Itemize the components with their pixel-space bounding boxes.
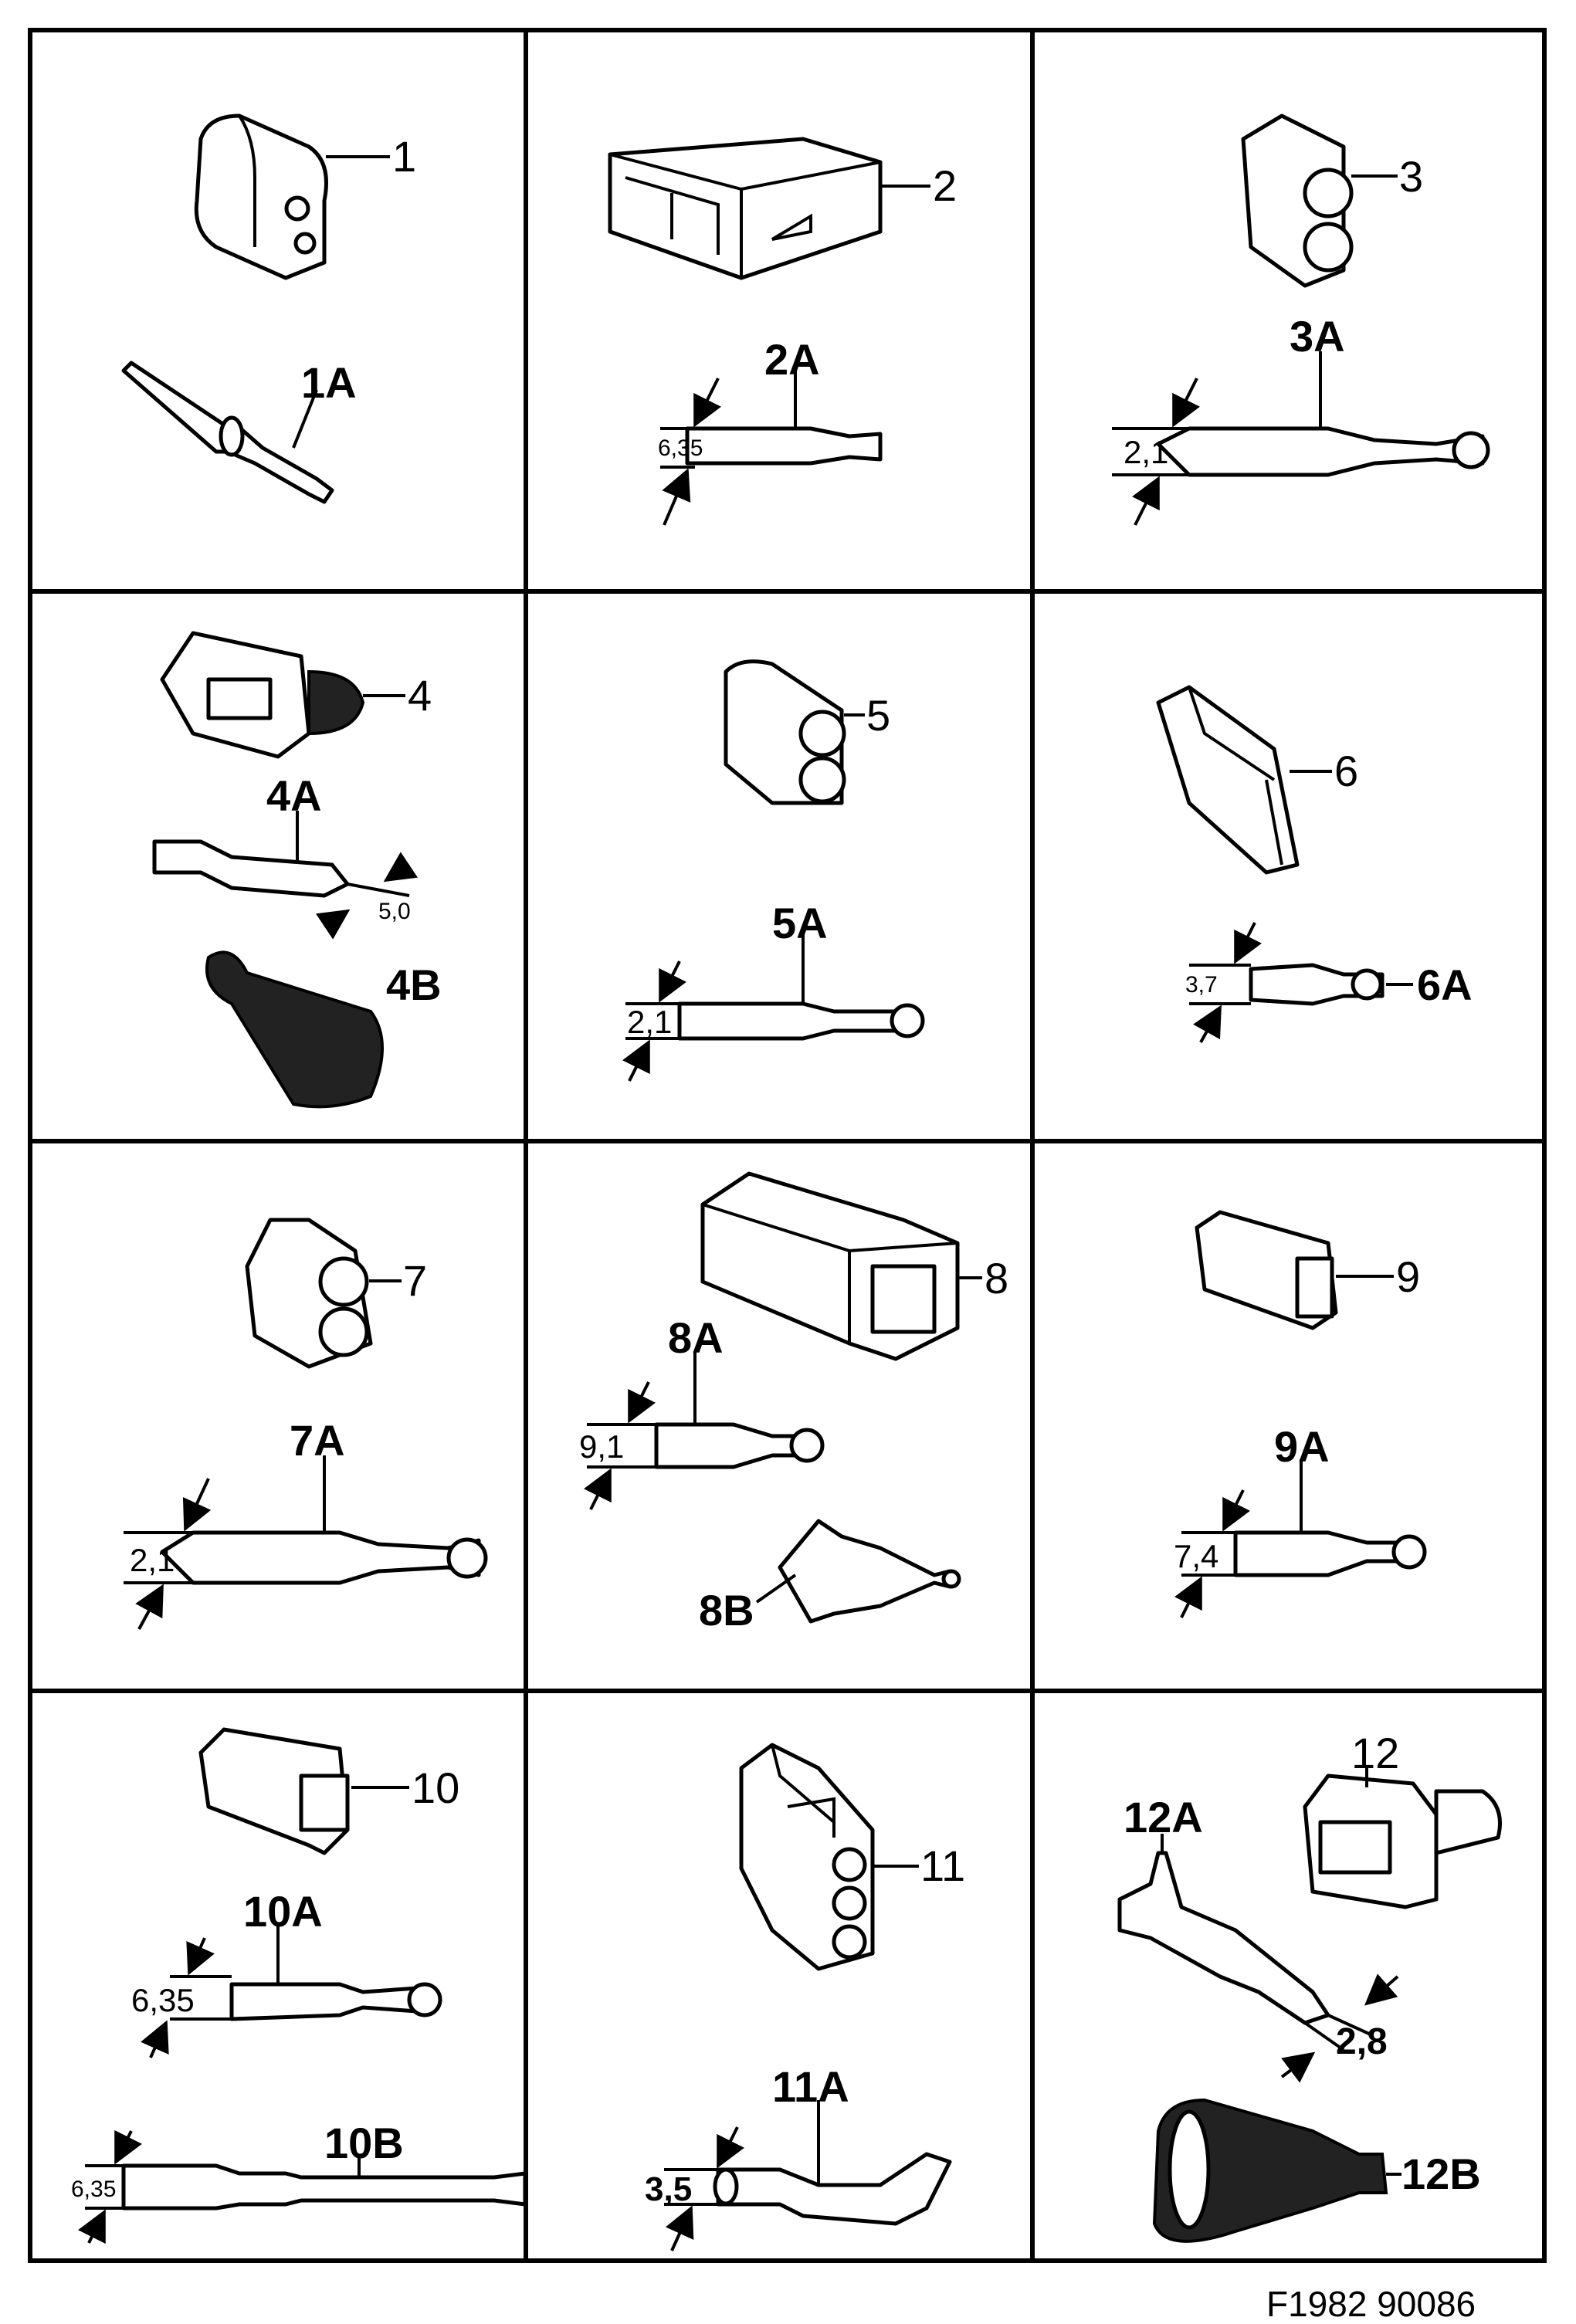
sub-label-9a: 9A: [1274, 1422, 1330, 1471]
cell-3: 3 3A 2,1: [1112, 113, 1490, 526]
terminal-10a: [229, 1982, 435, 2021]
connector-housing-6: [1156, 685, 1300, 875]
part-label-3: 3: [1399, 152, 1423, 201]
part-label-8: 8: [985, 1254, 1008, 1303]
dimension-10b: 6,35: [71, 2177, 116, 2202]
terminal-6a: [1249, 963, 1385, 1006]
cell-2: 2 2A 6,35: [608, 137, 957, 526]
cell-11: 11 11A 3,5: [645, 1743, 965, 2251]
boot-12b: [1152, 2098, 1388, 2243]
sub-label-10b: 10B: [324, 2119, 404, 2167]
part-label-11: 11: [920, 1841, 965, 1890]
cell-6: 6 6A 3,7: [1156, 685, 1473, 1043]
terminal-9a: [1233, 1530, 1415, 1577]
part-label-7: 7: [403, 1256, 427, 1305]
sub-label-6a: 6A: [1417, 960, 1473, 1009]
sub-label-12a: 12A: [1124, 1793, 1203, 1841]
part-label-1: 1: [392, 132, 416, 181]
part-label-4: 4: [408, 671, 432, 720]
dimension-9a: 7,4: [1174, 1538, 1218, 1574]
part-label-5: 5: [866, 691, 890, 740]
sub-label-8b: 8B: [699, 1586, 754, 1635]
part-label-6: 6: [1334, 747, 1358, 795]
grid-frame: [28, 28, 1547, 2263]
cell-7: 7 7A 2,1: [124, 1218, 488, 1630]
terminal-2a: [685, 426, 883, 466]
part-label-12: 12: [1351, 1729, 1399, 1777]
sub-label-10a: 10A: [243, 1887, 323, 1936]
cell-10: 10 10A 6,35 10B 6,35: [71, 1727, 527, 2244]
part-label-9: 9: [1396, 1252, 1420, 1301]
terminal-5a: [677, 1001, 913, 1041]
terminal-8a: [654, 1422, 813, 1469]
cell-1: 1 1A: [121, 113, 416, 504]
dimension-11a: 3,5: [645, 2170, 692, 2208]
connector-housing-1: [194, 113, 328, 280]
dimension-12a: 2,8: [1336, 2021, 1388, 2062]
sub-label-2a: 2A: [764, 335, 820, 384]
dimension-3a: 2,1: [1124, 434, 1168, 470]
figure-code: F1982 90086: [1266, 2284, 1476, 2324]
sub-label-4a: 4A: [266, 771, 322, 820]
sub-label-3a: 3A: [1290, 312, 1345, 361]
connector-housing-2: [608, 137, 883, 280]
cell-8: 8 8A 9,1 8B: [579, 1171, 1008, 1635]
boot-4b: [205, 950, 384, 1109]
sub-label-5a: 5A: [772, 899, 828, 947]
cell-5: 5 5A 2,1: [622, 659, 925, 1082]
sub-label-1a: 1A: [301, 358, 357, 407]
terminal-7a: [160, 1530, 481, 1585]
terminal-3a: [1156, 426, 1485, 477]
cell-12: 12 12A 2,8 12B: [1117, 1729, 1502, 2243]
terminal-12a: [1117, 1851, 1330, 2025]
seal-8b: [778, 1519, 952, 1624]
part-label-10: 10: [412, 1763, 459, 1812]
terminal-11a: [716, 2152, 952, 2226]
sub-label-11a: 11A: [772, 2062, 849, 2111]
terminal-4a: [152, 839, 350, 898]
dimension-8a: 9,1: [579, 1428, 624, 1465]
cell-9: 9 9A 7,4: [1174, 1210, 1427, 1618]
dimension-7a: 2,1: [130, 1542, 175, 1578]
sub-label-4b: 4B: [386, 960, 442, 1009]
dimension-2a: 6,35: [658, 435, 703, 461]
dimension-10a: 6,35: [131, 1982, 195, 2018]
sub-label-7a: 7A: [290, 1416, 345, 1465]
sub-label-8a: 8A: [668, 1313, 724, 1362]
terminal-10b: [121, 2163, 527, 2211]
part-label-2: 2: [933, 161, 957, 210]
dimension-5a: 2,1: [627, 1004, 672, 1040]
cell-4: 4 4A 5,0 4B: [152, 631, 442, 1109]
dimension-4a: 5,0: [378, 899, 411, 924]
dimension-6a: 3,7: [1185, 972, 1218, 998]
sub-label-12b: 12B: [1401, 2150, 1481, 2198]
